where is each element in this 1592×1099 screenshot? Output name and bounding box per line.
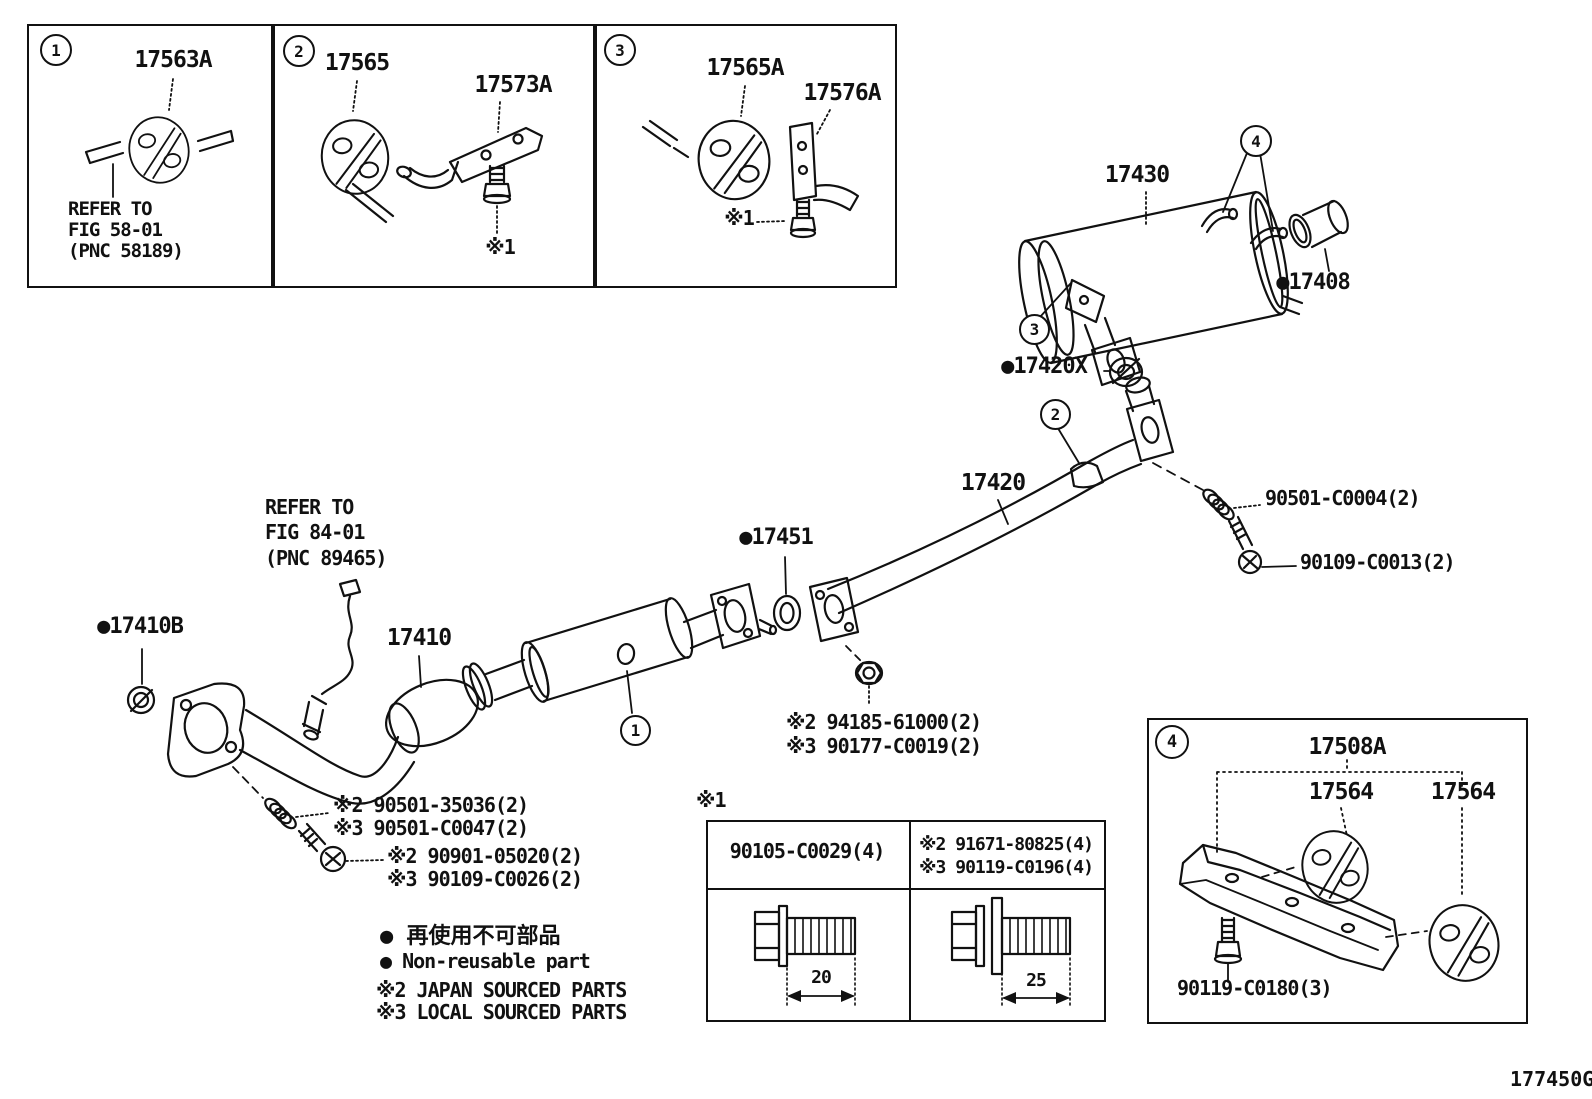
front-pipe-17410-drawing bbox=[166, 582, 778, 805]
part-label-17410b: ●17410B bbox=[97, 614, 184, 639]
part-label-94185-61000: ※2 94185-61000(2) bbox=[786, 710, 982, 734]
front-spring-bolt-drawing bbox=[232, 766, 385, 873]
legend-non-reusable-jp: ● 再使用不可部品 bbox=[380, 924, 561, 949]
figure-code: 177450G bbox=[1510, 1067, 1592, 1091]
gasket-17451-nut-drawing bbox=[772, 556, 884, 707]
part-label-90501-35036: ※2 90501-35036(2) bbox=[333, 793, 529, 817]
part-label-90109-c0026: ※3 90109-C0026(2) bbox=[387, 867, 583, 891]
part-label-17451: ●17451 bbox=[739, 525, 813, 550]
hanger-17563a-drawing bbox=[84, 78, 235, 198]
note-ref1-inset2: ※1 bbox=[485, 235, 516, 259]
part-label-17430: 17430 bbox=[1104, 162, 1170, 188]
part-label-17508a: 17508A bbox=[1308, 734, 1386, 760]
table-header-divider bbox=[708, 888, 1104, 890]
inset3-number-badge: 3 bbox=[604, 34, 636, 66]
inset-box-1 bbox=[27, 24, 275, 288]
inset-box-3 bbox=[593, 24, 897, 288]
part-label-90901-05020: ※2 90901-05020(2) bbox=[387, 844, 583, 868]
legend-japan-sourced: ※2 JAPAN SOURCED PARTS bbox=[376, 978, 627, 1002]
table-col2-header-jp: ※2 91671-80825(4) bbox=[919, 834, 1094, 855]
table-bolt-25-drawing bbox=[950, 896, 1072, 1009]
part-label-17564-left: 17564 bbox=[1308, 779, 1374, 805]
part-label-17563a: 17563A bbox=[134, 47, 212, 73]
part-label-17565: 17565 bbox=[324, 50, 390, 76]
refer-note-84-line1: REFER TO bbox=[265, 495, 354, 519]
part-label-90119-c0180: 90119-C0180(3) bbox=[1177, 976, 1333, 1000]
callout-4-muffler-hangers: 4 bbox=[1240, 125, 1272, 157]
tail-pipe-17408-drawing bbox=[1288, 199, 1349, 272]
part-label-17576a: 17576A bbox=[803, 80, 881, 106]
callout-2-pipe-hanger: 2 bbox=[1040, 399, 1071, 430]
table-title-ref1: ※1 bbox=[696, 788, 727, 812]
hanger-17565-bracket-17573a-drawing bbox=[316, 80, 544, 237]
part-label-90501-c0047: ※3 90501-C0047(2) bbox=[333, 816, 529, 840]
gasket-17410b-drawing bbox=[126, 648, 156, 715]
callout-3-muffler-bracket: 3 bbox=[1019, 314, 1050, 345]
table-dim-25: 25 bbox=[1026, 970, 1047, 991]
table-col2-header-local: ※3 90119-C0196(4) bbox=[919, 857, 1094, 878]
refer-note-84-line3: (PNC 89465) bbox=[265, 546, 387, 570]
table-column-divider bbox=[909, 822, 911, 1020]
inset1-number-badge: 1 bbox=[40, 34, 72, 66]
part-label-90109-c0013: 90109-C0013(2) bbox=[1300, 550, 1456, 574]
table-bolt-20-drawing bbox=[753, 904, 857, 1007]
refer-note-84-line2: FIG 84-01 bbox=[265, 520, 365, 544]
legend-non-reusable-en: ● Non-reusable part bbox=[380, 949, 591, 973]
rear-spring-bolt-drawing bbox=[1152, 462, 1297, 575]
part-label-17410: 17410 bbox=[386, 625, 452, 651]
hanger-17565a-bracket-17576a-drawing bbox=[641, 85, 860, 239]
part-label-17564-right: 17564 bbox=[1430, 779, 1496, 805]
part-label-17408: ●17408 bbox=[1276, 270, 1350, 295]
part-label-90501-c0004: 90501-C0004(2) bbox=[1265, 486, 1421, 510]
refer-note-58-line3: (PNC 58189) bbox=[68, 240, 184, 262]
oxygen-sensor-drawing bbox=[301, 578, 362, 741]
inset4-number-badge: 4 bbox=[1155, 725, 1189, 759]
refer-note-58-line2: FIG 58-01 bbox=[68, 219, 163, 241]
refer-note-58-line1: REFER TO bbox=[68, 198, 153, 220]
table-dim-20: 20 bbox=[811, 967, 832, 988]
part-label-17420: 17420 bbox=[960, 470, 1026, 496]
part-label-90177-c0019: ※3 90177-C0019(2) bbox=[786, 734, 982, 758]
note-ref1-inset3: ※1 bbox=[724, 206, 755, 230]
part-label-17573a: 17573A bbox=[474, 72, 552, 98]
bracket-17508a-hangers-drawing bbox=[1178, 759, 1508, 990]
center-pipe-17420-drawing bbox=[808, 376, 1175, 643]
inset2-number-badge: 2 bbox=[283, 35, 315, 67]
part-label-17420x: ●17420X bbox=[1001, 354, 1088, 379]
table-col1-header: 90105-C0029(4) bbox=[729, 839, 886, 863]
part-label-17565a: 17565A bbox=[706, 55, 784, 81]
legend-local-sourced: ※3 LOCAL SOURCED PARTS bbox=[376, 1000, 627, 1024]
inset-box-2 bbox=[271, 24, 597, 288]
callout-1-resonator: 1 bbox=[620, 715, 651, 746]
fastener-size-table bbox=[706, 820, 1106, 1022]
inset-box-4 bbox=[1147, 718, 1528, 1024]
